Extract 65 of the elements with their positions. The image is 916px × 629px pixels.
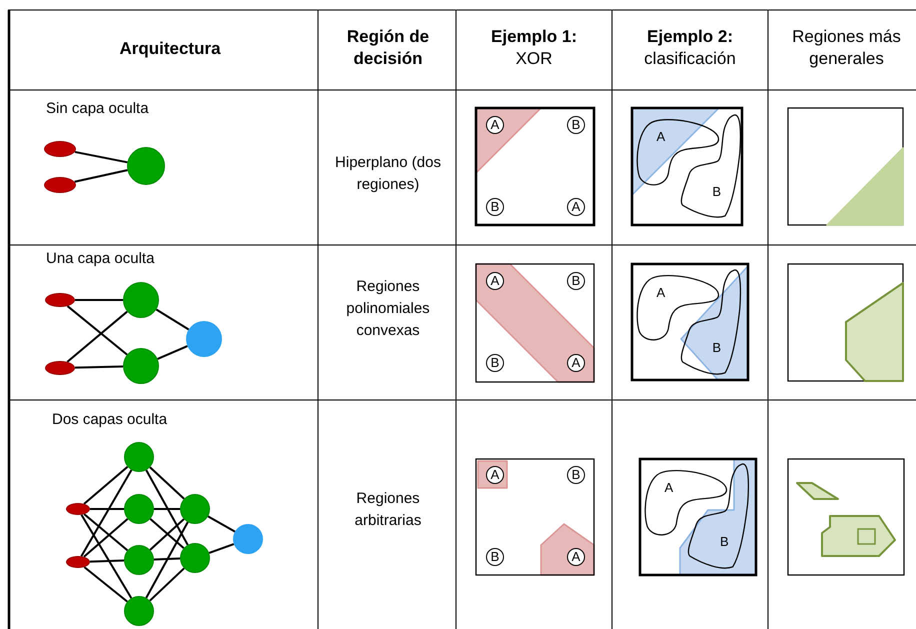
connection-line bbox=[74, 169, 128, 183]
hidden-neuron bbox=[124, 442, 154, 472]
input-neuron bbox=[45, 361, 75, 375]
class-marker: B bbox=[567, 272, 585, 290]
connection-line bbox=[83, 466, 128, 505]
row-title: Sin capa oculta bbox=[46, 99, 150, 119]
connection-line bbox=[157, 345, 188, 360]
output-neuron bbox=[233, 524, 263, 554]
class-region: A bbox=[644, 468, 729, 538]
connection-line bbox=[149, 466, 185, 500]
class-region: B bbox=[686, 462, 751, 569]
class-region: A bbox=[636, 273, 721, 343]
connection-line bbox=[80, 514, 132, 599]
class-marker: A bbox=[567, 198, 585, 216]
connection-line bbox=[75, 299, 123, 301]
connection-line bbox=[90, 508, 124, 510]
column-header: Región de decisión bbox=[346, 26, 430, 70]
connection-line bbox=[74, 365, 124, 369]
class-marker: B bbox=[486, 198, 504, 216]
hidden-neuron bbox=[124, 545, 154, 575]
hidden-neuron bbox=[127, 147, 165, 185]
column-header: Ejemplo 2: clasificación bbox=[643, 26, 737, 70]
class-region: B bbox=[679, 268, 743, 375]
hidden-neuron bbox=[180, 494, 210, 524]
connection-line bbox=[208, 543, 234, 554]
cell-text: Regiones arbitrarias bbox=[354, 489, 422, 531]
connection-line bbox=[145, 522, 189, 598]
connection-line bbox=[90, 560, 124, 563]
hidden-neuron bbox=[124, 596, 154, 626]
input-neuron bbox=[66, 503, 90, 515]
hidden-neuron bbox=[123, 282, 159, 318]
hidden-neuron bbox=[123, 348, 159, 384]
connection-line bbox=[74, 150, 128, 164]
connection-line bbox=[145, 470, 189, 546]
cell-text: Hiperplano (dos regiones) bbox=[334, 153, 442, 195]
connection-line bbox=[208, 516, 236, 532]
connection-line bbox=[154, 508, 180, 510]
input-neuron bbox=[44, 141, 76, 157]
hidden-neuron bbox=[180, 543, 210, 573]
class-marker: B bbox=[567, 466, 585, 484]
column-header: Regiones más generales bbox=[791, 26, 902, 70]
connection-line bbox=[83, 518, 128, 558]
class-marker: B bbox=[486, 548, 504, 566]
connection-line bbox=[149, 568, 185, 602]
connection-line bbox=[80, 469, 132, 557]
input-neuron bbox=[66, 556, 90, 568]
class-region: A bbox=[636, 117, 721, 188]
cell-text: Regiones polinomiales convexas bbox=[345, 277, 431, 341]
connection-line bbox=[84, 566, 128, 602]
column-header: Arquitectura bbox=[118, 38, 222, 60]
row-title: Una capa oculta bbox=[46, 249, 156, 269]
class-region: B bbox=[679, 113, 743, 218]
connection-line bbox=[154, 558, 180, 560]
input-neuron bbox=[45, 293, 75, 307]
class-marker: B bbox=[567, 116, 585, 134]
connection-line bbox=[66, 305, 128, 356]
column-header: Ejemplo 1: XOR bbox=[490, 26, 578, 70]
input-neuron bbox=[44, 177, 76, 193]
hidden-neuron bbox=[124, 494, 154, 524]
connection-line bbox=[84, 513, 128, 552]
connection-line bbox=[66, 310, 128, 363]
connection-line bbox=[156, 308, 190, 330]
output-neuron bbox=[186, 321, 222, 357]
class-marker: B bbox=[486, 354, 504, 372]
row-title: Dos capas oculta bbox=[52, 410, 168, 430]
